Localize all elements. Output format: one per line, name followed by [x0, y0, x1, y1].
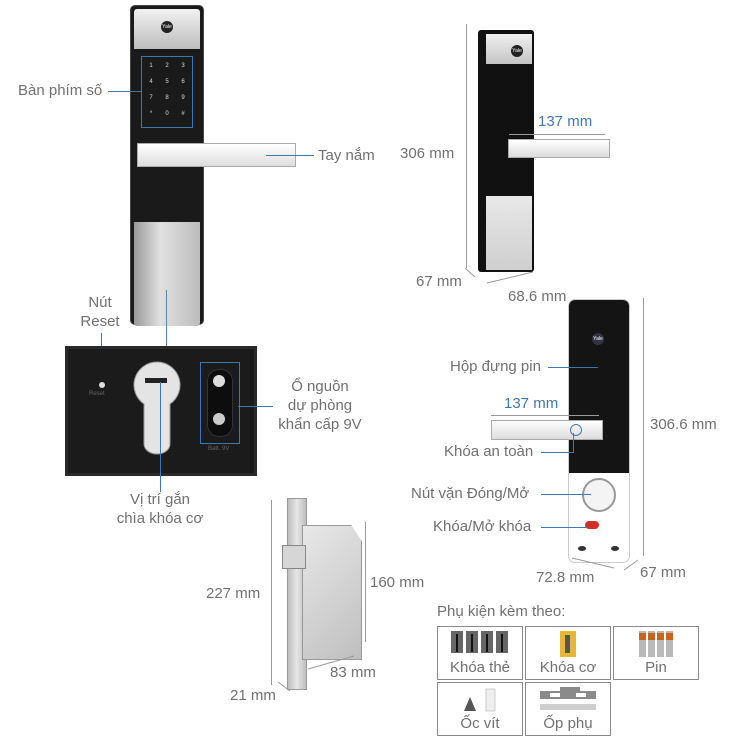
yale-logo: Yale [511, 45, 523, 57]
key: 7 [149, 95, 153, 101]
reset-text: Reset [89, 391, 105, 397]
height-dimension: 306 mm [400, 145, 455, 162]
key: # [181, 111, 185, 117]
latch-bolt-icon [282, 545, 306, 569]
emergency-battery-label: Ổ nguồn dự phòng khẩn cấp 9V [278, 378, 362, 433]
safety-lock-label: Khóa an toàn [444, 443, 534, 460]
width-depth-arrows [464, 267, 534, 284]
battery-leader-line [238, 406, 273, 407]
accessories-title: Phụ kiện kèm theo: [437, 603, 566, 620]
terminal-top-icon [213, 375, 225, 387]
knob-label: Nút vặn Đóng/Mở [411, 485, 530, 502]
handle-dimension-line [509, 134, 605, 135]
lock-toggle-label: Khóa/Mở khóa [433, 518, 532, 535]
lock-toggle-icon [585, 521, 599, 529]
back-height-dimension: 306.6 mm [650, 416, 717, 433]
knob-leader-line [541, 494, 591, 495]
key: 2 [165, 63, 169, 69]
width-dimension: 68.6 mm [508, 288, 567, 305]
mechanical-key-label: Vị trí gắn chìa khóa cơ [116, 491, 204, 527]
key-cylinder-icon [133, 361, 181, 455]
key: 3 [181, 63, 185, 69]
safety-lock-leader-line [541, 452, 573, 453]
keypad-leader-line [108, 91, 141, 92]
zoom-connector-line [166, 290, 167, 350]
yale-logo: Yale [592, 333, 604, 345]
lock-toggle-leader-line [541, 527, 587, 528]
back-width-dimension: 72.8 mm [536, 569, 595, 586]
accessory-item: Ốp phụ [525, 682, 611, 736]
accessory-item: Pin [613, 626, 699, 680]
back-handle [491, 420, 603, 440]
mortise-height: 227 mm [206, 585, 261, 602]
mortise-body [302, 525, 362, 660]
keypad-label: Bàn phím số [18, 82, 103, 99]
accessory-item: Ốc vít [437, 682, 523, 736]
back-depth-dimension: 67 mm [640, 564, 686, 581]
key: 4 [149, 79, 153, 85]
mortise-body-height: 160 mm [370, 574, 425, 591]
battery-box-label: Hộp đựng pin [450, 358, 541, 375]
batteries-icon [639, 631, 673, 657]
key: 9 [181, 95, 185, 101]
strike-plate-icon [540, 687, 596, 710]
key-leader-line [160, 382, 161, 492]
safety-lock-icon [570, 424, 582, 436]
back-handle-dimension: 137 mm [504, 395, 559, 412]
open-close-knob-icon [582, 478, 616, 512]
key-cards-icon [451, 631, 508, 653]
mortise-faceplate-width: 21 mm [230, 687, 276, 704]
handle-label: Tay nắm [318, 147, 375, 164]
keypad: 1 2 3 4 5 6 7 8 9 * 0 # [141, 56, 193, 128]
battery-terminal-highlight [200, 362, 240, 444]
front-lock-bottom-plate [134, 222, 200, 326]
key: 6 [181, 79, 185, 85]
handle-leader-line [266, 155, 314, 156]
accessory-item: Khóa thẻ [437, 626, 523, 680]
reset-button-icon [99, 382, 105, 388]
back-height-dimension-line [643, 298, 644, 556]
mechanical-keys-icon [560, 631, 576, 657]
screws-icon [464, 688, 496, 712]
accessory-item: Khóa cơ [525, 626, 611, 680]
key: 0 [165, 111, 169, 117]
handle-dimension: 137 mm [538, 113, 593, 130]
reset-label: Nút Reset [80, 294, 120, 330]
battery-box-leader-line [548, 367, 598, 368]
key: 1 [149, 63, 153, 69]
key: 8 [165, 95, 169, 101]
dimension-handle-front [508, 139, 610, 158]
key: 5 [165, 79, 169, 85]
terminal-bottom-icon [213, 413, 225, 425]
back-width-depth-arrows [571, 557, 639, 571]
mortise-height-line [271, 500, 272, 685]
mortise-width-arrows [277, 655, 355, 692]
key: * [149, 111, 153, 117]
depth-dimension: 67 mm [416, 273, 462, 290]
mortise-body-width: 83 mm [330, 664, 376, 681]
height-dimension-line [466, 24, 467, 268]
mortise-body-height-line [365, 522, 366, 642]
yale-logo: Yale [161, 21, 173, 33]
batt-text: Batt. 9V [208, 446, 230, 452]
back-handle-dimension-line [491, 415, 599, 416]
